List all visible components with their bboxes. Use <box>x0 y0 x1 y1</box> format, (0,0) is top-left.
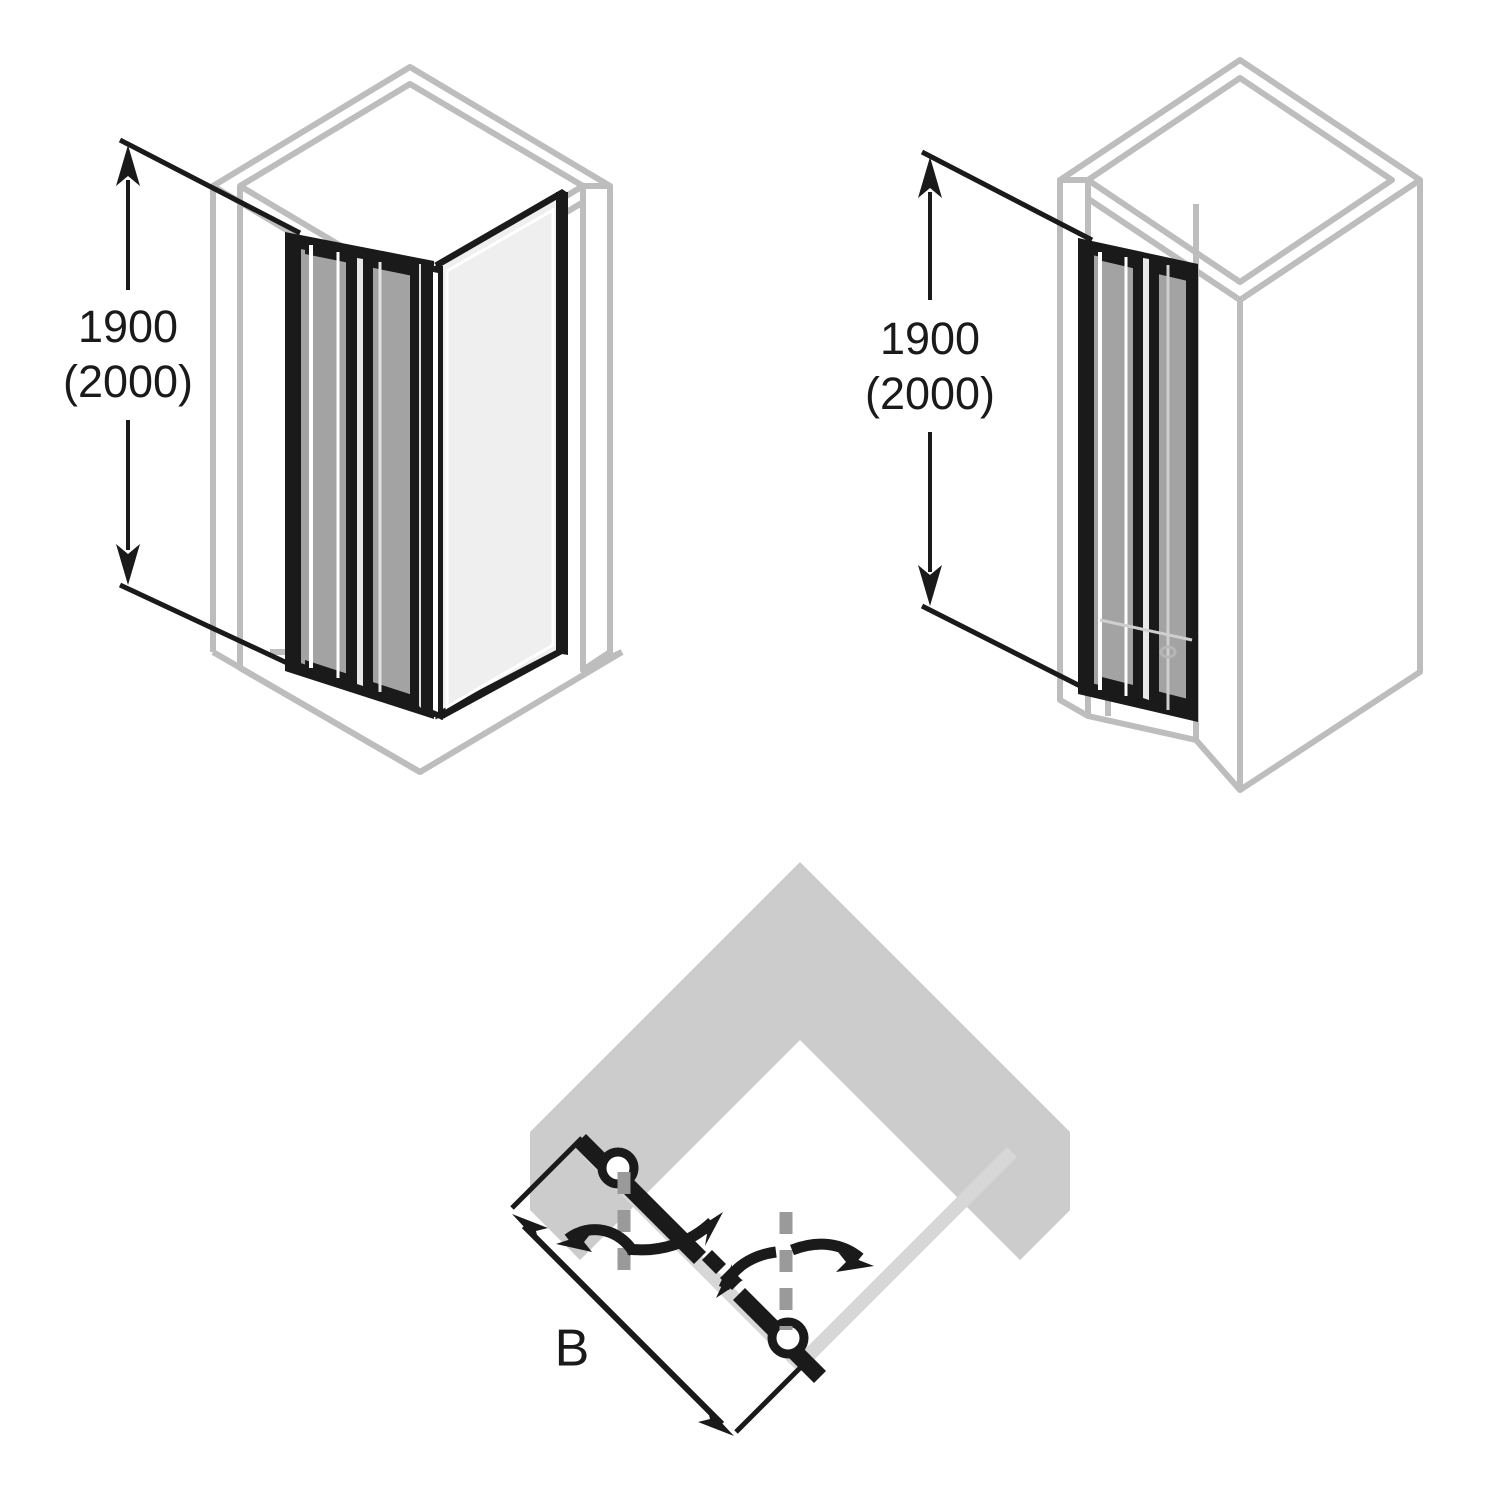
plan-wall-band <box>530 862 1070 1260</box>
niche-fold-gap <box>1143 258 1149 700</box>
niche-dim-arrow-up <box>918 157 942 198</box>
niche-dim-extension-bottom <box>920 603 1094 695</box>
side-panel-reveal <box>445 207 555 710</box>
corner-dim-primary: 1900 <box>78 301 178 352</box>
door-fold-stile-a <box>346 256 357 684</box>
niche-dim-arrow-down <box>918 565 942 606</box>
door-right-gap <box>419 264 421 708</box>
right-pillar-face <box>580 183 613 673</box>
niche-fold-stile-b <box>1149 259 1159 704</box>
dim-extension-bottom <box>118 582 302 672</box>
side-panel <box>432 189 568 720</box>
floor-inner-left-edge <box>238 665 422 775</box>
plan-threshold-right <box>795 1147 1017 1369</box>
side-panel-right-post <box>556 192 568 655</box>
plan-dim-extension-bottom <box>734 1360 808 1434</box>
plan-dim-arrow-end <box>698 1407 734 1436</box>
niche-door-left-stile <box>1078 238 1094 696</box>
swing-arc-right <box>790 1238 864 1263</box>
door-right-stile-inner <box>410 262 419 706</box>
niche-dim-primary: 1900 <box>880 313 980 364</box>
swing-arrowhead-right <box>836 1252 874 1272</box>
plan-dim-label-b: B <box>555 1320 590 1378</box>
plan-dim-extension-top <box>510 1136 584 1210</box>
corner-dim-secondary: (2000) <box>63 356 193 407</box>
right-block-top-inner <box>1085 75 1395 285</box>
swing-arrowhead-left <box>556 1232 592 1252</box>
plan-dim-arrow-start <box>512 1214 548 1243</box>
niche-floor-diag <box>1193 738 1243 792</box>
niche-dim-extension-top <box>920 149 1094 243</box>
niche-bifold-door <box>1078 238 1198 722</box>
floor-step-right-diag <box>581 649 624 673</box>
plan-wall-right-foot <box>1020 1132 1070 1260</box>
side-panel-top-rail <box>434 189 568 267</box>
plan-corner-wall <box>530 862 1070 1260</box>
corner-installation-view: 1900 (2000) <box>63 64 624 775</box>
niche-fold-stile-a <box>1133 256 1143 700</box>
niche-dim-secondary: (2000) <box>865 368 995 419</box>
swing-arrowhead-center-right <box>716 1264 743 1298</box>
dim-arrow-up <box>116 145 140 186</box>
swing-arrowhead-center-left <box>695 1212 723 1246</box>
plan-dim-line <box>521 1223 725 1427</box>
corner-meeting-post-reveal <box>433 272 438 712</box>
side-panel-bottom-rail <box>437 648 566 720</box>
niche-installation-view: 1900 (2000) <box>865 57 1423 793</box>
niche-drain-icon <box>1159 645 1177 659</box>
niche-tray-hint <box>1099 618 1193 642</box>
plan-swing-arrowheads <box>556 1212 874 1298</box>
door-fold-stile-b <box>363 259 373 690</box>
door-left-stile <box>285 232 301 672</box>
dim-extension-top <box>118 137 302 236</box>
side-panel-glass <box>435 191 562 720</box>
niche-view-height-dimension: 1900 (2000) <box>865 149 1094 695</box>
niche-door-right-stile <box>1186 268 1198 720</box>
corner-view-height-dimension: 1900 (2000) <box>63 137 302 672</box>
plan-width-dimension: B <box>510 1136 808 1436</box>
niche-floor-front <box>1087 713 1197 743</box>
plan-hinge-axes <box>617 1172 793 1330</box>
dim-arrow-down <box>116 544 140 585</box>
door-fold-gap <box>357 258 363 686</box>
bifold-door <box>285 232 443 719</box>
plan-door-fold-seg-a <box>702 1250 726 1274</box>
right-block-body <box>1237 177 1423 793</box>
plan-view: B <box>510 862 1070 1436</box>
